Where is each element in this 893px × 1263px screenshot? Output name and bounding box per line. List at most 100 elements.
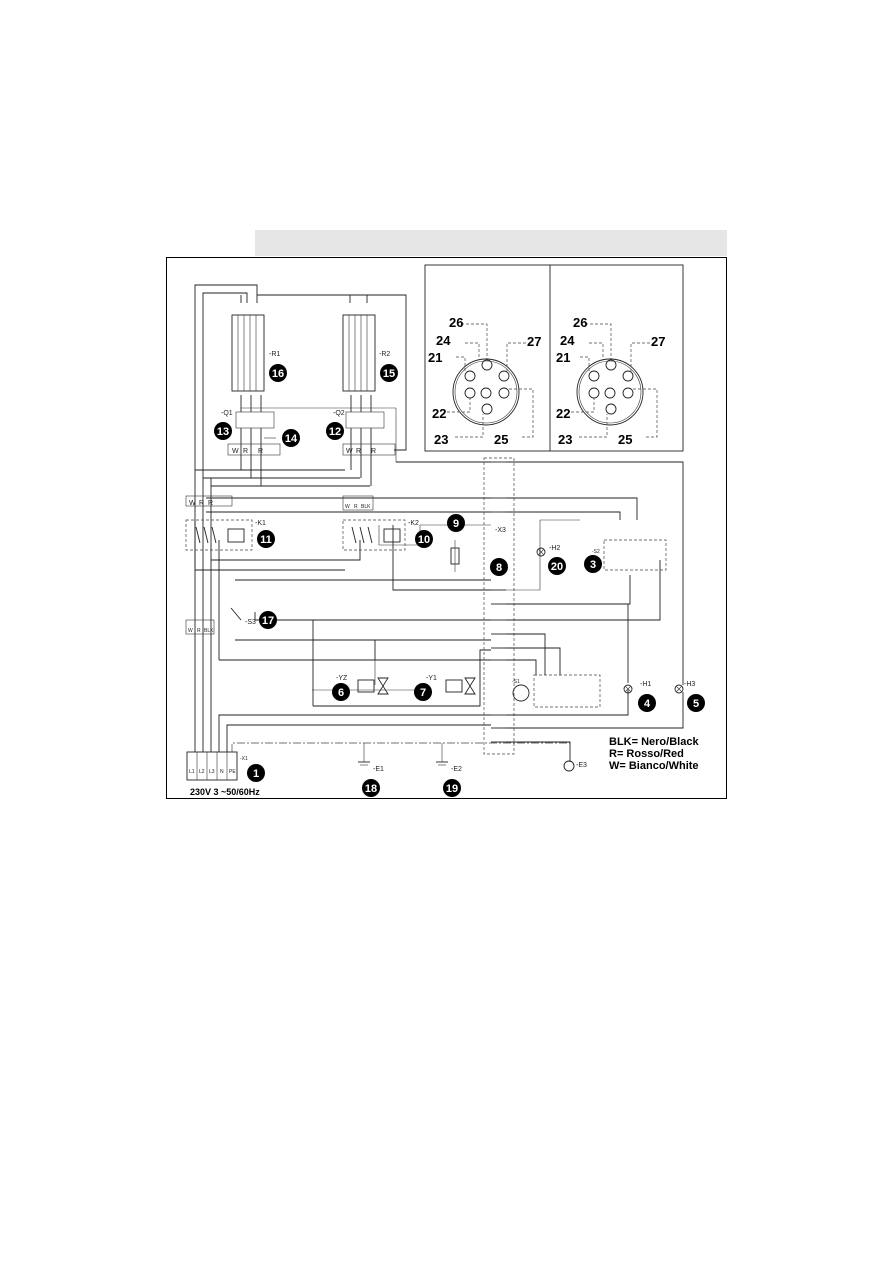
callout-3: 3 bbox=[584, 555, 602, 573]
s3-label: -S3 bbox=[245, 619, 256, 626]
diagram-frame bbox=[166, 257, 727, 799]
r2-label: -R2 bbox=[379, 351, 390, 358]
svg-text:20: 20 bbox=[551, 561, 563, 573]
tag-r-5: R bbox=[199, 500, 204, 507]
header-bar bbox=[255, 230, 727, 256]
terminal-l3: L3 bbox=[209, 769, 215, 775]
wire-tags-top: W R R W R R W R R W R BLK W R BLK bbox=[185, 443, 396, 635]
e3-label: -E3 bbox=[576, 762, 587, 769]
callout-15: 15 bbox=[380, 364, 398, 382]
switch-s2: -S2 bbox=[592, 539, 667, 571]
h1-label: -H1 bbox=[640, 681, 651, 688]
label-22-left: 22 bbox=[432, 406, 446, 421]
lamp-h2: -H2 bbox=[536, 545, 560, 557]
terminal-pe: PE bbox=[229, 769, 236, 775]
callout-10: 10 bbox=[415, 530, 433, 548]
label-26-left: 26 bbox=[449, 315, 463, 330]
svg-text:17: 17 bbox=[262, 615, 274, 627]
callout-5: 5 bbox=[687, 694, 705, 712]
callout-11: 11 bbox=[257, 530, 275, 548]
svg-text:5: 5 bbox=[693, 698, 699, 710]
svg-text:16: 16 bbox=[272, 368, 284, 380]
tag-r-3: R bbox=[356, 448, 361, 455]
terminal-n: N bbox=[220, 769, 224, 775]
label-24-left: 24 bbox=[436, 333, 451, 348]
h3-label: -H3 bbox=[684, 681, 695, 688]
valve-yz: -YZ bbox=[336, 675, 389, 695]
terminal-l1: L1 bbox=[189, 769, 195, 775]
q1-label: -Q1 bbox=[221, 410, 233, 417]
callout-17: 17 bbox=[259, 611, 277, 629]
callout-16: 16 bbox=[269, 364, 287, 382]
svg-text:9: 9 bbox=[453, 518, 459, 530]
legend-white: W= Bianco/White bbox=[609, 760, 699, 772]
svg-text:19: 19 bbox=[446, 783, 458, 795]
tag-r-8: R bbox=[197, 628, 201, 634]
earth-e3: -E3 bbox=[563, 760, 587, 772]
earth-e1: -E1 bbox=[358, 743, 384, 773]
svg-text:6: 6 bbox=[338, 687, 344, 699]
connector-left bbox=[447, 323, 534, 438]
callout-18: 18 bbox=[362, 779, 380, 797]
label-27-left: 27 bbox=[527, 334, 541, 349]
label-24-right: 24 bbox=[560, 333, 575, 348]
tag-w-4: W bbox=[345, 504, 350, 510]
lamp-h1: -H1 bbox=[623, 681, 651, 694]
tag-r-7: R bbox=[354, 504, 358, 510]
fuse-item-9 bbox=[450, 540, 460, 572]
tag-r-6: R bbox=[208, 500, 213, 507]
callout-6: 6 bbox=[332, 683, 350, 701]
k2-label: -K2 bbox=[408, 520, 419, 527]
contactor-k2: -K2 bbox=[342, 519, 419, 551]
contactor-k1: -K1 bbox=[185, 519, 266, 551]
switch-s3: -S3 bbox=[230, 607, 256, 626]
callout-14: 14 bbox=[282, 429, 300, 447]
x1-label: -X1 bbox=[240, 756, 248, 762]
svg-text:1: 1 bbox=[253, 768, 259, 780]
callout-1: 1 bbox=[247, 764, 265, 782]
heater-r1: -R1 bbox=[231, 314, 280, 392]
label-26-right: 26 bbox=[573, 315, 587, 330]
svg-text:15: 15 bbox=[383, 368, 395, 380]
terminal-strip-x3: -X3 bbox=[483, 457, 515, 755]
thermostat-q1: -Q1 bbox=[221, 410, 276, 439]
supply-rating: 230V 3 ~50/60Hz bbox=[190, 787, 260, 797]
label-23-left: 23 bbox=[434, 432, 448, 447]
callout-9: 9 bbox=[447, 514, 465, 532]
svg-text:4: 4 bbox=[644, 698, 651, 710]
tag-w-3: W bbox=[189, 500, 196, 507]
y1-label: -Y1 bbox=[426, 675, 437, 682]
right-wiring bbox=[506, 461, 684, 762]
label-23-right: 23 bbox=[558, 432, 572, 447]
tag-blk-1: BLK bbox=[361, 504, 371, 510]
svg-text:7: 7 bbox=[420, 687, 426, 699]
svg-text:12: 12 bbox=[329, 426, 341, 438]
svg-text:10: 10 bbox=[418, 534, 430, 546]
supply-terminal-x1: L1 L2 L3 N PE -X1 bbox=[186, 742, 570, 781]
callouts: 1 3 4 5 6 7 8 9 10 11 12 13 14 15 16 17 … bbox=[214, 364, 705, 797]
s2-label: -S2 bbox=[592, 549, 600, 555]
callout-19: 19 bbox=[443, 779, 461, 797]
earth-e2: -E2 bbox=[436, 743, 462, 773]
tag-r-4: R bbox=[371, 448, 376, 455]
label-25-left: 25 bbox=[494, 432, 508, 447]
label-27-right: 27 bbox=[651, 334, 665, 349]
h2-label: -H2 bbox=[549, 545, 560, 552]
thermostat-q2: -Q2 bbox=[333, 410, 385, 429]
svg-text:3: 3 bbox=[590, 559, 596, 571]
yz-label: -YZ bbox=[336, 675, 348, 682]
callout-8: 8 bbox=[490, 558, 508, 576]
tag-w-5: W bbox=[188, 628, 193, 634]
terminal-l2: L2 bbox=[199, 769, 205, 775]
r1-label: -R1 bbox=[269, 351, 280, 358]
lamp-h3: -H3 bbox=[674, 681, 695, 694]
svg-text:8: 8 bbox=[496, 562, 502, 574]
label-25-right: 25 bbox=[618, 432, 632, 447]
connector-right bbox=[571, 323, 658, 438]
svg-text:18: 18 bbox=[365, 783, 377, 795]
tag-w-1: W bbox=[232, 448, 239, 455]
e2-label: -E2 bbox=[451, 766, 462, 773]
legend-red: R= Rosso/Red bbox=[609, 748, 684, 760]
e1-label: -E1 bbox=[373, 766, 384, 773]
